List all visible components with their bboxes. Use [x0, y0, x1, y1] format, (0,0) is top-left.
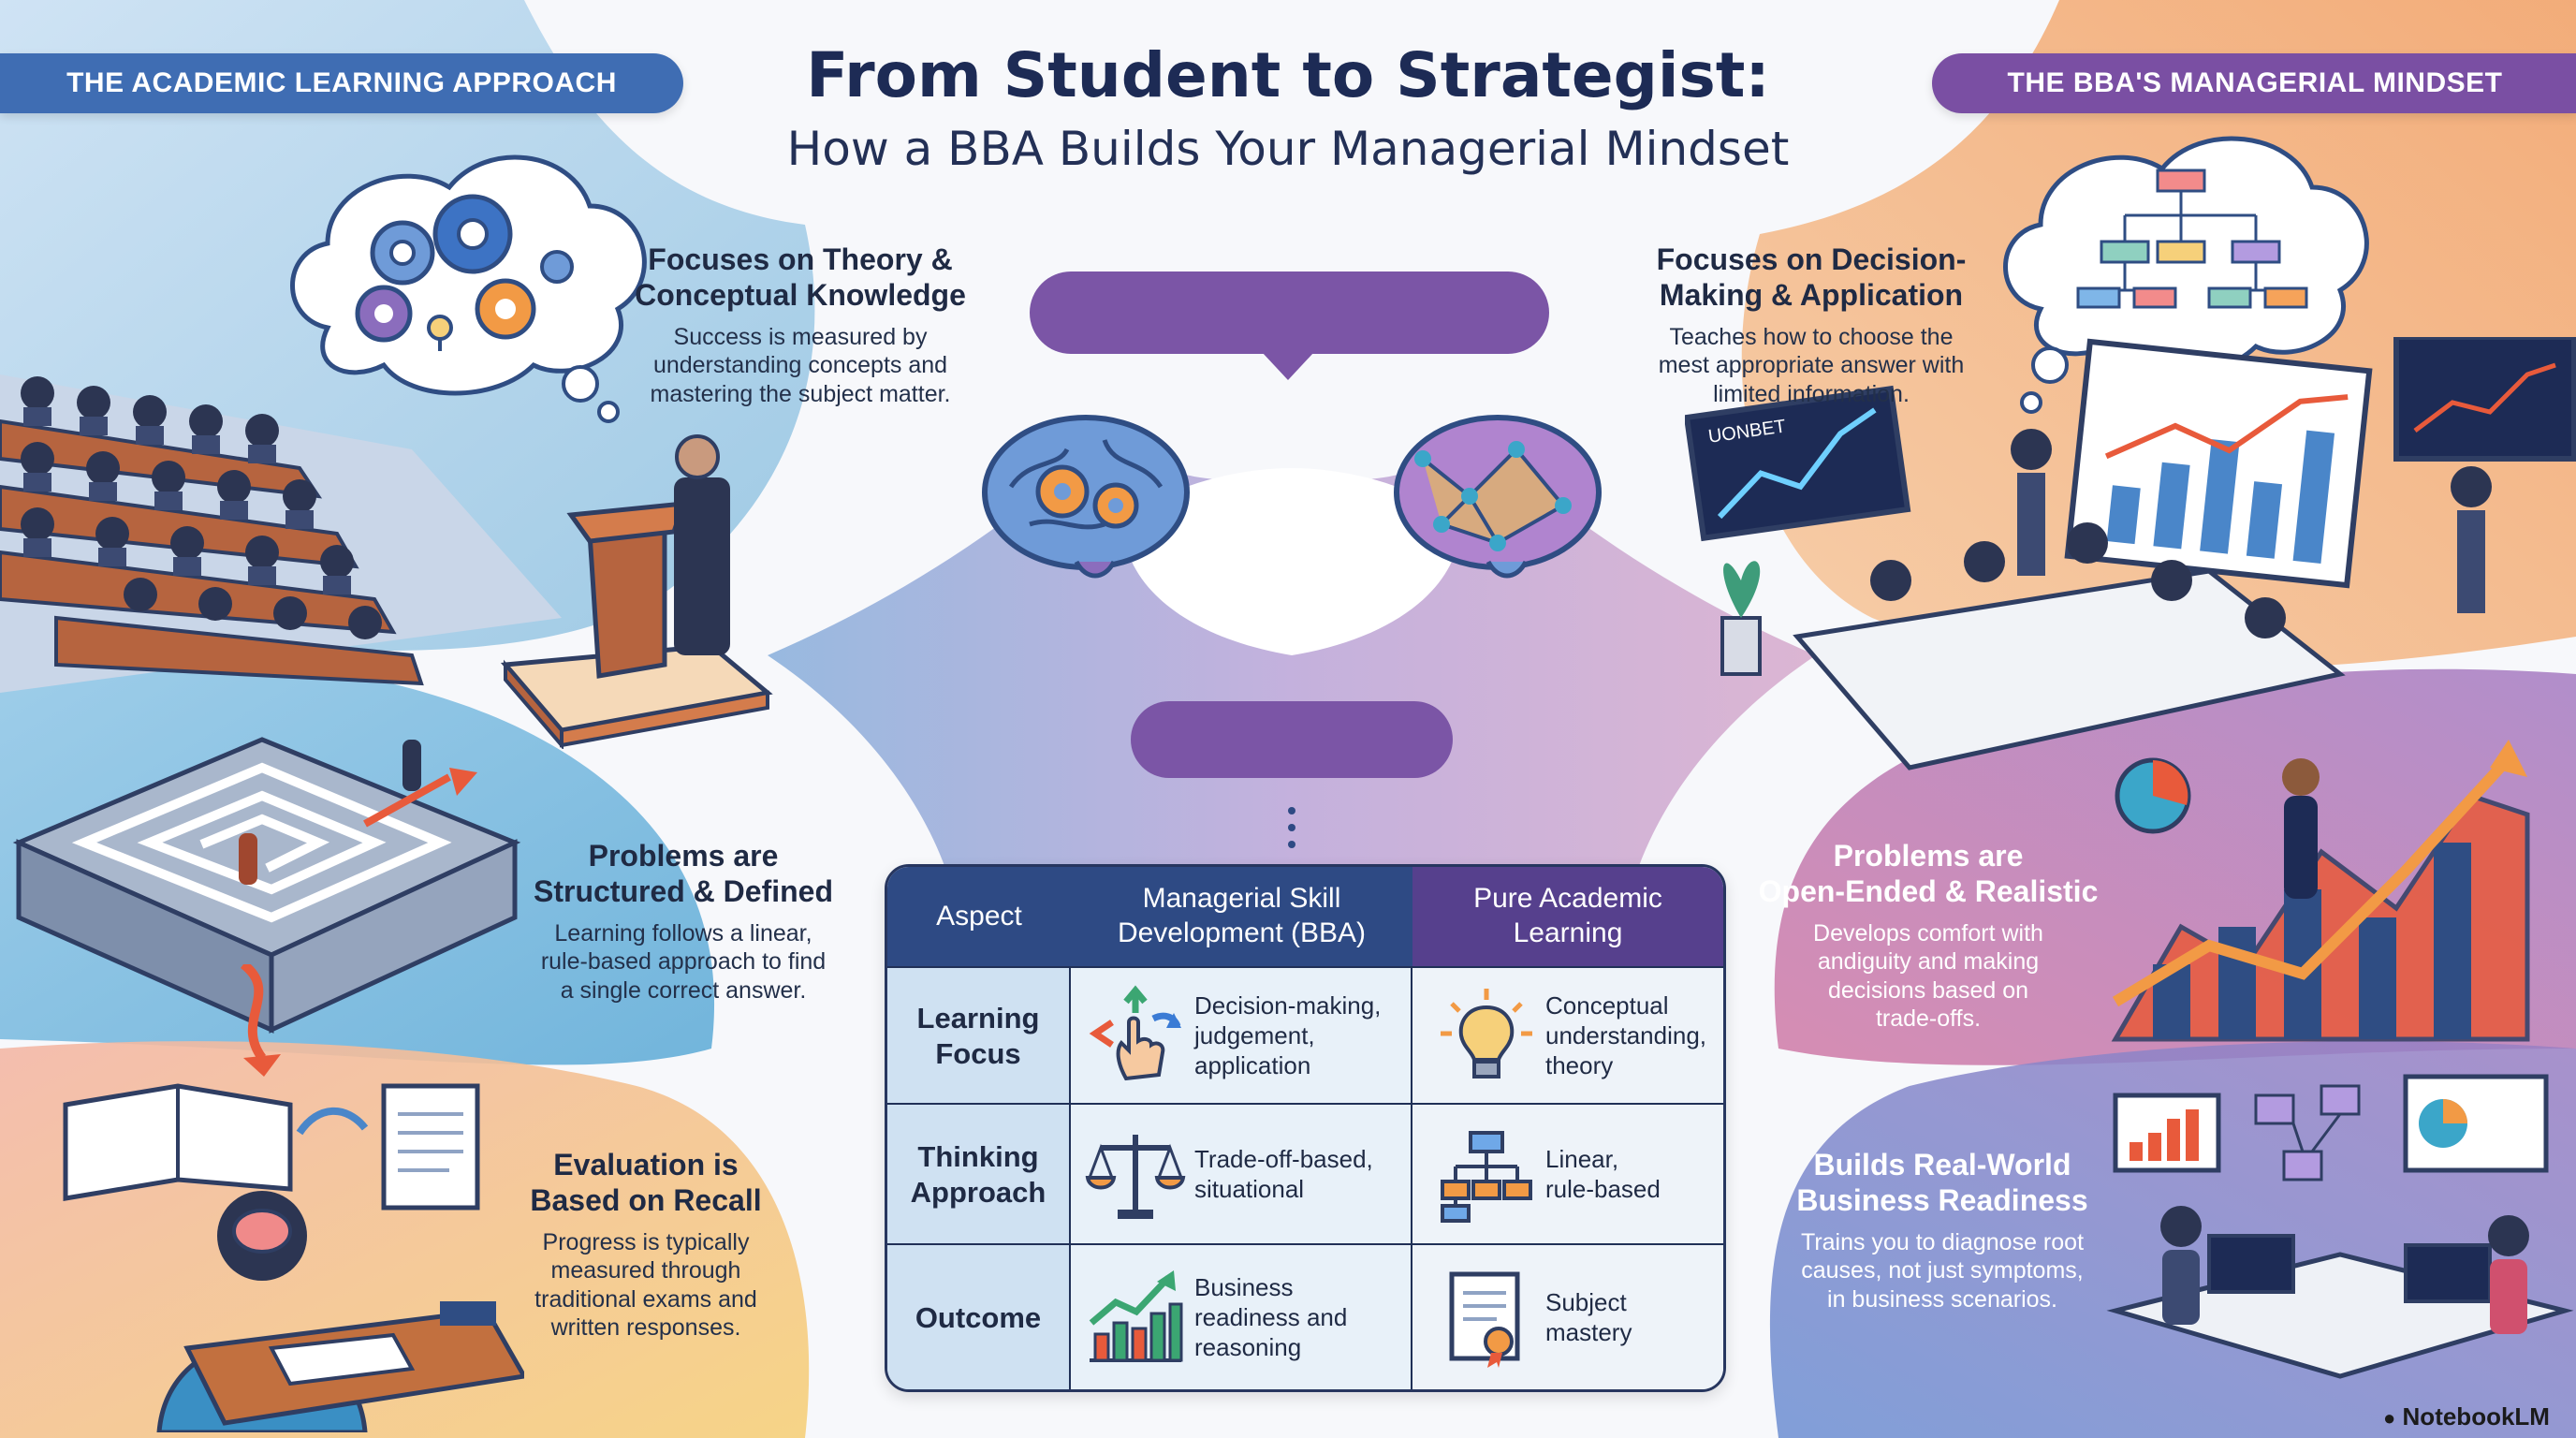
decision-making-block: Focuses on Decision- Making & Applicatio…	[1610, 242, 2012, 408]
structured-problems-body: Learning follows a linear, rule-based ap…	[540, 919, 827, 1004]
gears-brain-icon	[982, 415, 1190, 579]
connector-dots	[1288, 807, 1295, 848]
table-row: Outcome Business readiness and reasoning	[887, 1243, 1723, 1389]
office-meeting-illustration: UONBET	[1685, 337, 2576, 770]
open-ended-problems-body: Develops comfort with andiguity and maki…	[1813, 919, 2043, 1033]
hand-pointer-arrows-icon	[1089, 985, 1181, 1081]
flowchart-icon	[1441, 1131, 1532, 1223]
academic-cell: Conceptual understanding, theory	[1412, 968, 1723, 1105]
business-readiness-body: Trains you to diagnose root causes, not …	[1800, 1228, 2085, 1313]
student-writing-illustration	[63, 1083, 524, 1432]
team-at-desks-illustration	[2106, 1074, 2574, 1379]
academic-cell: Subject mastery	[1412, 1245, 1723, 1389]
page-title: From Student to Strategist:	[806, 39, 1770, 111]
gears-thought-cloud	[290, 154, 647, 423]
decision-making-heading: Focuses on Decision- Making & Applicatio…	[1656, 242, 1967, 313]
open-ended-problems-block: Problems are Open-Ended & Realistic Deve…	[1750, 838, 2106, 1034]
bba-thinking-text: Trade-off-based, situational	[1194, 1145, 1373, 1203]
bba-focus-text: Decision-making, judgement, application	[1194, 991, 1382, 1079]
business-readiness-block: Builds Real-World Business Readiness Tra…	[1760, 1147, 2125, 1313]
down-arrow-icon	[240, 964, 281, 1077]
academic-outcome-text: Subject mastery	[1545, 1288, 1632, 1346]
notebooklm-brand: ● NotebookLM	[2383, 1402, 2550, 1431]
certificate-icon	[1449, 1271, 1520, 1368]
structured-problems-block: Problems are Structured & Defined Learni…	[487, 838, 880, 1005]
page-subtitle: How a BBA Builds Your Managerial Mindset	[786, 122, 1790, 176]
theory-focus-block: Focuses on Theory & Conceptual Knowledge…	[599, 242, 1002, 408]
flowchart-thought-cloud	[2003, 136, 2369, 414]
brand-label: NotebookLM	[2402, 1402, 2550, 1431]
structured-problems-heading: Problems are Structured & Defined	[533, 839, 834, 909]
chart-climber-illustration	[2111, 740, 2530, 1042]
evaluation-recall-block: Evaluation is Based on Recall Progress i…	[496, 1147, 796, 1343]
theory-focus-heading: Focuses on Theory & Conceptual Knowledge	[635, 242, 966, 313]
growth-chart-icon	[1089, 1270, 1183, 1362]
theory-focus-body: Success is measured by understanding con…	[650, 323, 951, 407]
evaluation-recall-body: Progress is typically measured through t…	[534, 1228, 757, 1342]
bba-cell: Business readiness and reasoning	[1071, 1245, 1412, 1389]
top-speech-bubble-tail	[1262, 352, 1314, 380]
notebooklm-logo-icon: ●	[2383, 1406, 2396, 1430]
academic-cell: Linear, rule-based	[1412, 1105, 1723, 1245]
bba-outcome-text: Business readiness and reasoning	[1194, 1273, 1348, 1361]
middle-speech-bubble	[1131, 701, 1453, 778]
academic-thinking-text: Linear, rule-based	[1545, 1145, 1661, 1203]
academic-focus-text: Conceptual understanding, theory	[1545, 991, 1707, 1079]
bba-cell: Trade-off-based, situational	[1071, 1105, 1412, 1245]
bba-cell: Decision-making, judgement, application	[1071, 968, 1412, 1105]
lightbulb-icon	[1441, 989, 1532, 1078]
business-readiness-heading: Builds Real-World Business Readiness	[1796, 1148, 2088, 1218]
network-brain-icon	[1394, 415, 1602, 579]
header-aspect: Aspect	[887, 867, 1071, 966]
managerial-mindset-pill: THE BBA'S MANAGERIAL MINDSET	[1932, 53, 2576, 113]
balance-scale-icon	[1085, 1135, 1186, 1219]
decision-making-body: Teaches how to choose the mest appropria…	[1658, 323, 1965, 407]
open-ended-problems-heading: Problems are Open-Ended & Realistic	[1758, 839, 2099, 909]
podium-lecturer-illustration	[500, 434, 773, 749]
aspect-cell: Outcome	[887, 1245, 1071, 1389]
academic-approach-pill: THE ACADEMIC LEARNING APPROACH	[0, 53, 683, 113]
evaluation-recall-heading: Evaluation is Based on Recall	[530, 1148, 762, 1218]
maze-illustration	[12, 737, 521, 1034]
lecture-hall-illustration	[0, 374, 562, 693]
top-speech-bubble	[1030, 271, 1549, 354]
